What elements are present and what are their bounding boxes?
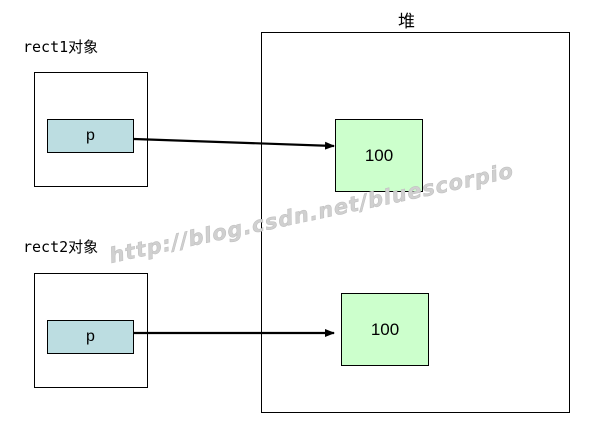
pointer-field-rect2: p [47, 320, 134, 354]
object-label-rect2: rect2对象 [23, 238, 99, 256]
pointer-field-rect1: p [47, 119, 134, 153]
arrow-rect1-to-value-1 [133, 137, 335, 150]
heap-value-2: 100 [341, 293, 429, 366]
heap-title: 堆 [398, 12, 415, 32]
object-label-rect1: rect1对象 [23, 38, 99, 56]
heap-value-1: 100 [335, 119, 423, 192]
